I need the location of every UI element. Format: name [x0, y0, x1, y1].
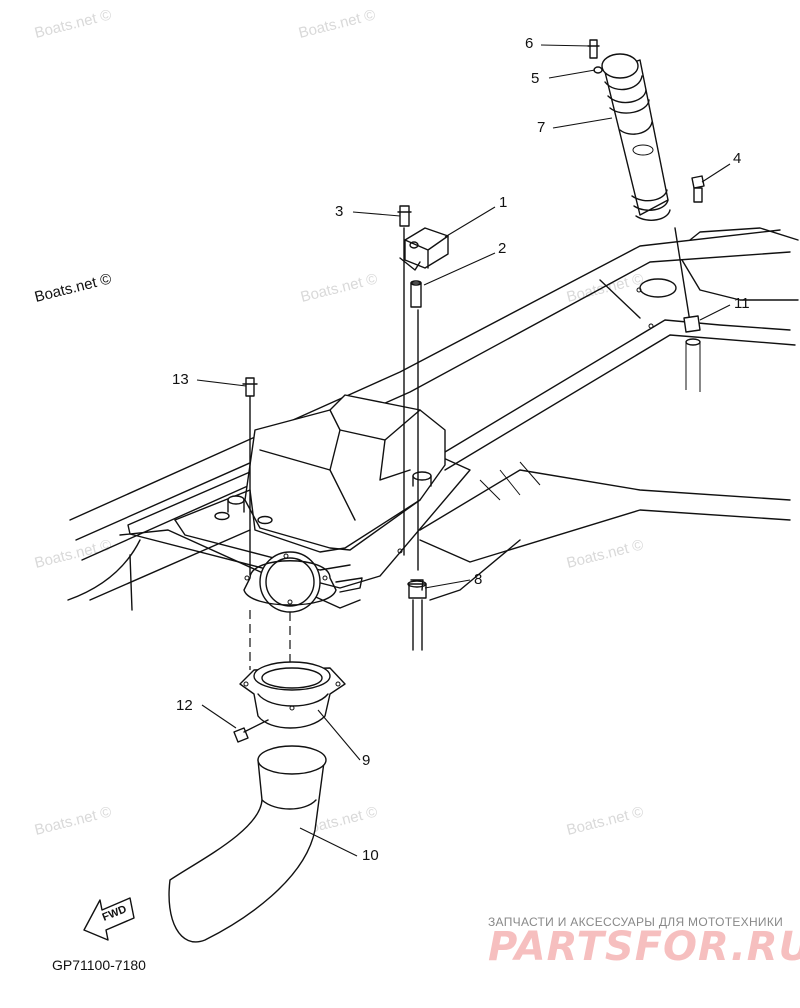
callout-11: 11 — [734, 295, 750, 312]
diagram-code: GP71100-7180 — [52, 957, 146, 973]
part-10-elbow-hose — [168, 745, 327, 943]
part-4-bolt — [691, 175, 705, 203]
callout-5: 5 — [531, 70, 539, 87]
watermark: Boats.net © — [299, 270, 379, 306]
callout-9: 9 — [362, 752, 370, 769]
part-11-clamp — [683, 315, 701, 333]
part-13-bolt — [242, 377, 258, 397]
callout-4: 4 — [733, 150, 741, 167]
fuel-tank — [174, 394, 446, 613]
part-8-grommet — [407, 579, 427, 599]
callout-2: 2 — [498, 240, 506, 257]
fwd-arrow: FWD — [83, 897, 135, 941]
watermark-dark: Boats.net © — [33, 270, 113, 306]
callout-numbers: 1 2 3 4 5 6 7 8 9 10 11 12 13 — [172, 35, 750, 864]
part-9-flange — [239, 661, 346, 729]
watermark: Boats.net © — [565, 803, 645, 839]
callout-7: 7 — [537, 119, 545, 136]
watermark: Boats.net © — [33, 536, 113, 572]
part-12-screw — [233, 719, 269, 743]
callout-6: 6 — [525, 35, 533, 52]
brand-logo: PARTSFOR.RU — [488, 924, 800, 970]
callout-8: 8 — [474, 571, 482, 588]
callout-3: 3 — [335, 203, 343, 220]
watermark: Boats.net © — [565, 270, 645, 306]
callout-leaders — [196, 44, 731, 857]
brand-tagline: ЗАПЧАСТИ И АКСЕССУАРЫ ДЛЯ МОТОТЕХНИКИ — [488, 915, 783, 929]
watermark: Boats.net © — [297, 6, 377, 42]
watermark: Boats.net © — [33, 6, 113, 42]
part-2-rod — [410, 280, 422, 308]
callout-12: 12 — [176, 697, 193, 714]
part-5-6-clamp — [587, 39, 603, 74]
callout-1: 1 — [499, 194, 507, 211]
callout-13: 13 — [172, 371, 189, 388]
part-1-bracket — [399, 227, 449, 271]
callout-10: 10 — [362, 847, 379, 864]
hull-structure — [67, 227, 799, 611]
watermark: Boats.net © — [33, 803, 113, 839]
watermark: Boats.net © — [565, 536, 645, 572]
assembly-lines — [249, 227, 691, 670]
part-7-filler-hose — [601, 53, 671, 221]
